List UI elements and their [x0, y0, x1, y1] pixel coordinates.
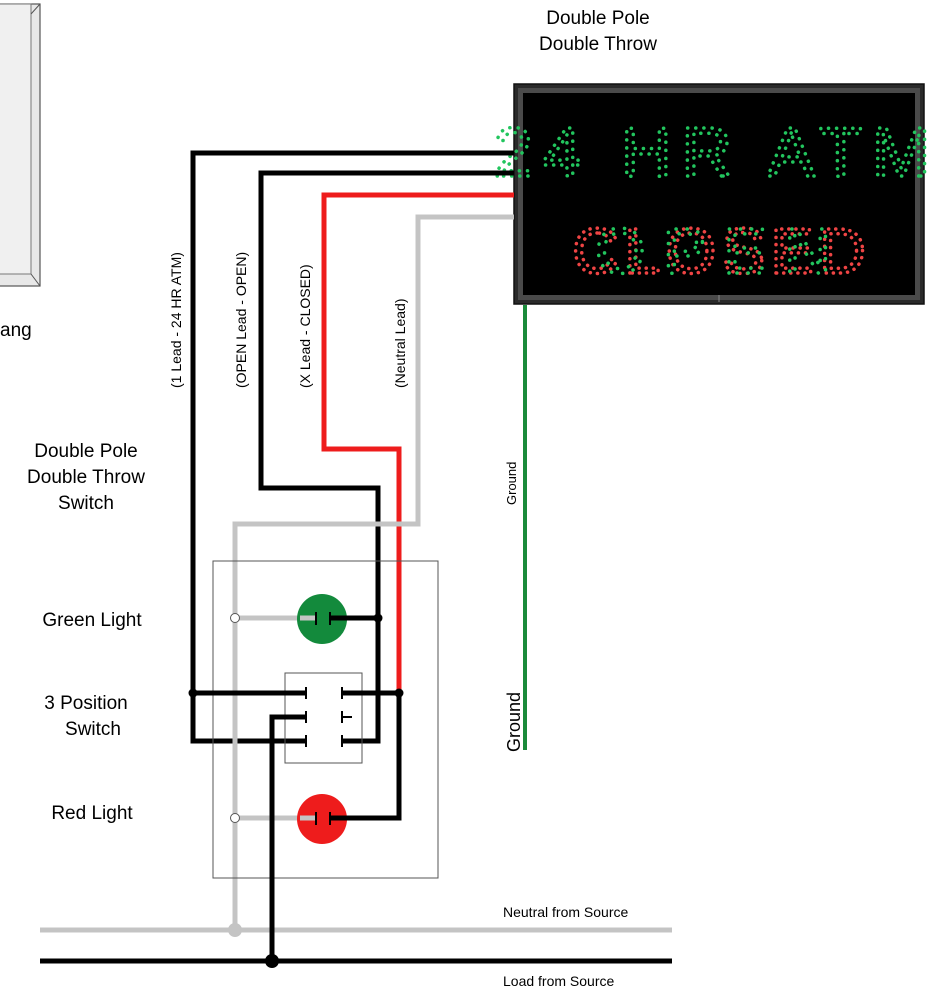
- red-light-label: Red Light: [51, 803, 133, 824]
- sign-line2-green: OPEN: [595, 215, 848, 287]
- switch-title-line3: Switch: [58, 493, 114, 514]
- sign-line1: 24 HR ATM: [494, 113, 934, 191]
- switch-title: Double Pole Double Throw Switch: [4, 439, 168, 517]
- sign-line2-red: CLOSED: [572, 215, 871, 287]
- switch-title-line2: Double Throw: [27, 467, 145, 488]
- ground-label-small: Ground: [504, 462, 519, 505]
- partial-panel-label: ang: [0, 320, 32, 341]
- lead1-label: (1 Lead - 24 HR ATM): [168, 252, 184, 388]
- partial-panel: [0, 3, 41, 287]
- x-lead-label: (X Lead - CLOSED): [297, 264, 313, 388]
- switch-box: [212, 560, 439, 879]
- x-lead-wire: [321, 192, 514, 693]
- sign-title: Double Pole Double Throw: [500, 6, 696, 58]
- red-light: [297, 794, 347, 844]
- neutral-lead-wire: [232, 214, 514, 930]
- wires: [190, 150, 527, 930]
- ground-label-large: Ground: [504, 692, 524, 752]
- neutral-lead-label: (Neutral Lead): [392, 299, 408, 389]
- green-light-label: Green Light: [42, 610, 142, 631]
- led-sign: 24 HR ATM CLOSED OPEN: [492, 83, 934, 305]
- three-position-line2: Switch: [65, 719, 121, 740]
- open-lead-wire: [258, 170, 514, 744]
- neutral-source-label: Neutral from Source: [503, 904, 628, 920]
- sign-title-line1: Double Pole: [546, 8, 650, 29]
- open-lead-label: (OPEN Lead - OPEN): [233, 252, 249, 388]
- green-light: [297, 594, 347, 644]
- three-position-label: 3 Position Switch: [26, 691, 146, 743]
- three-position-line1: 3 Position: [44, 693, 128, 714]
- switch-terminals: [305, 687, 343, 747]
- switch-title-line1: Double Pole: [34, 441, 138, 462]
- sign-title-line2: Double Throw: [539, 34, 657, 55]
- load-source-label: Load from Source: [503, 973, 614, 989]
- lead1-wire: [190, 150, 514, 744]
